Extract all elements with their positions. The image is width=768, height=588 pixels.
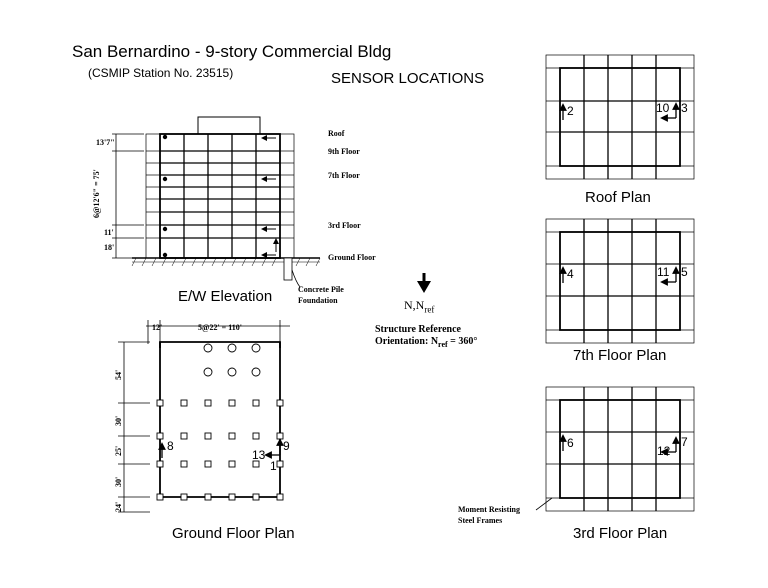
orientation-line-1: Structure Reference bbox=[375, 324, 461, 335]
sensor-3-label: 3 bbox=[681, 101, 688, 115]
floor-beams bbox=[160, 150, 280, 239]
ground-floor-plan bbox=[118, 320, 290, 513]
elevation-dimensions bbox=[112, 133, 144, 259]
elevation-caption: E/W Elevation bbox=[178, 288, 273, 305]
page-title: San Bernardino - 9-story Commercial Bldg bbox=[72, 42, 392, 61]
sensor-5-label: 5 bbox=[681, 265, 688, 279]
roof-plan-caption: Roof Plan bbox=[585, 189, 651, 206]
dim-third-floor: 11' bbox=[104, 228, 114, 237]
concrete-pile bbox=[283, 257, 293, 281]
pile-note-line-2: Foundation bbox=[298, 296, 338, 305]
seventh-sensor-arrows bbox=[559, 266, 680, 286]
sensor-13-label: 13 bbox=[252, 448, 266, 462]
dim-row-1: 54' bbox=[114, 370, 123, 380]
seventh-floor-plan bbox=[545, 218, 695, 344]
frame-outline bbox=[159, 133, 281, 259]
pile-note-line-1: Concrete Pile bbox=[298, 285, 344, 294]
sensor-7-label: 7 bbox=[681, 435, 688, 449]
dim-ground-floor: 18' bbox=[104, 243, 114, 252]
level-ground-floor: Ground Floor bbox=[328, 253, 376, 262]
seventh-floor-plan-caption: 7th Floor Plan bbox=[573, 347, 667, 364]
third-sensor-arrows bbox=[559, 434, 680, 456]
ground-plan-outline bbox=[159, 341, 281, 498]
sensor-9-label: 9 bbox=[283, 439, 290, 453]
elevation-sensor-dots bbox=[162, 134, 168, 258]
penthouse bbox=[197, 116, 261, 135]
dim-typical-stories: 6@12'6" = 75' bbox=[92, 169, 101, 218]
north-arrow-icon bbox=[417, 273, 431, 293]
sensor-12-label: 12 bbox=[657, 444, 671, 458]
sensor-8-label: 8 bbox=[167, 439, 174, 453]
dim-bays: 5@22' = 110' bbox=[198, 323, 242, 332]
frames-leader-line bbox=[535, 497, 553, 511]
dim-roof-height: 13'7" bbox=[96, 138, 115, 147]
roof-plan bbox=[545, 54, 695, 180]
dim-row-2: 30' bbox=[114, 416, 123, 426]
orientation-line-2: Orientation: Nref = 360° bbox=[375, 336, 478, 349]
north-label: N,Nref bbox=[404, 298, 435, 315]
third-floor-plan bbox=[535, 386, 695, 512]
sensor-2-label: 2 bbox=[567, 104, 574, 118]
outer-bays bbox=[145, 133, 295, 259]
dim-row-3: 25' bbox=[114, 446, 123, 456]
sensor-1-label: 1 bbox=[270, 459, 277, 473]
station-number: (CSMIP Station No. 23515) bbox=[88, 66, 234, 80]
level-3rd-floor: 3rd Floor bbox=[328, 221, 361, 230]
ground-plan-sensor-arrows bbox=[158, 438, 284, 459]
sensor-locations-heading: SENSOR LOCATIONS bbox=[331, 70, 485, 87]
level-7th-floor: 7th Floor bbox=[328, 171, 360, 180]
ground-plan-columns bbox=[156, 399, 284, 501]
ew-elevation bbox=[112, 116, 321, 288]
frames-note-line-1: Moment Resisting bbox=[458, 505, 520, 514]
dim-left-bay: 12' bbox=[152, 323, 162, 332]
sensor-11-label: 11 bbox=[657, 265, 670, 279]
dim-row-4: 30' bbox=[114, 477, 123, 487]
sensor-10-label: 10 bbox=[656, 101, 670, 115]
roof-sensor-arrows bbox=[559, 102, 680, 122]
level-9th-floor: 9th Floor bbox=[328, 147, 360, 156]
sensor-4-label: 4 bbox=[567, 267, 574, 281]
ground-floor-plan-caption: Ground Floor Plan bbox=[172, 525, 295, 542]
frames-note-line-2: Steel Frames bbox=[458, 516, 503, 525]
sensor-6-label: 6 bbox=[567, 436, 574, 450]
dim-row-5: 24' bbox=[114, 502, 123, 512]
ground-plan-piers bbox=[203, 343, 261, 377]
ground-plan-left-dims bbox=[118, 341, 150, 513]
frame-columns bbox=[183, 134, 257, 258]
elevation-sensor-arrows bbox=[261, 135, 279, 258]
level-roof: Roof bbox=[328, 129, 345, 138]
third-floor-plan-caption: 3rd Floor Plan bbox=[573, 525, 668, 542]
ground-plan-top-dims bbox=[146, 320, 290, 344]
